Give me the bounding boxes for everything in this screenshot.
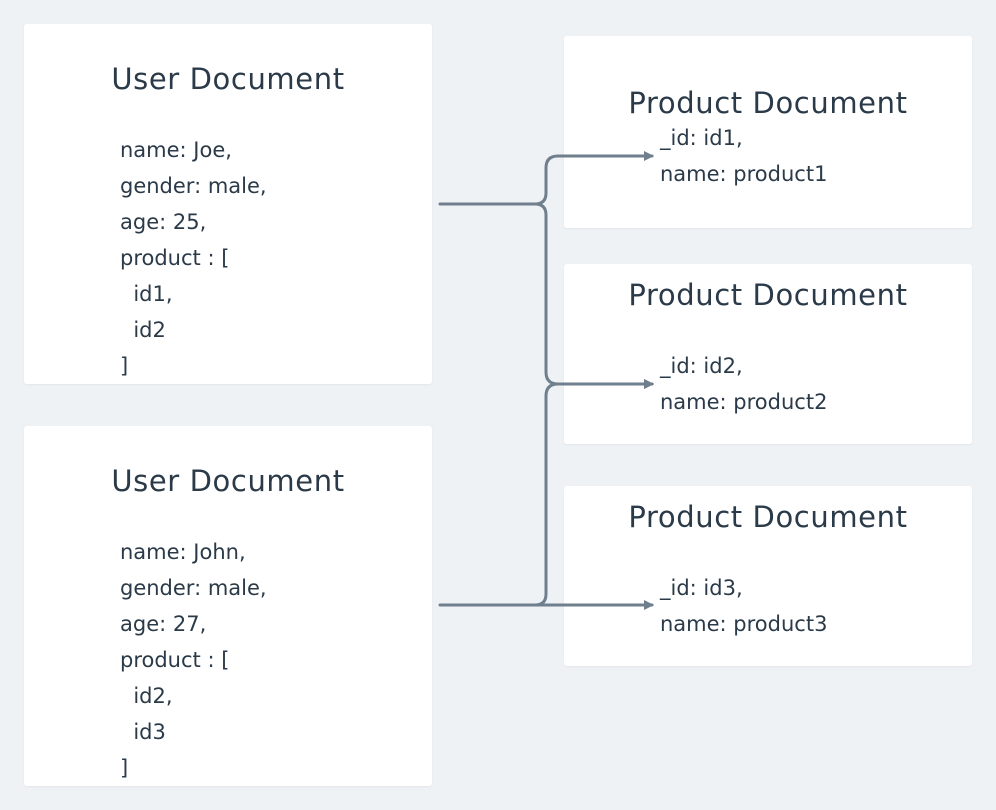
- field-gender: gender: male,: [120, 576, 267, 600]
- user-document-card-joe: User Document name: Joe, gender: male, a…: [24, 24, 432, 384]
- field-name: name: John,: [120, 540, 246, 564]
- field-product-ref-2: id3: [120, 720, 166, 744]
- user-document-card-john: User Document name: John, gender: male, …: [24, 426, 432, 786]
- field-name: name: product1: [660, 162, 828, 186]
- product-document-fields: _id: id1, name: product1: [660, 120, 827, 192]
- user-document-fields: name: John, gender: male, age: 27, produ…: [120, 534, 267, 786]
- field-product-open: product : [: [120, 648, 230, 672]
- product-document-card-3: Product Document _id: id3, name: product…: [564, 486, 972, 666]
- product-document-fields: _id: id3, name: product3: [660, 570, 827, 642]
- field-name: name: product3: [660, 612, 828, 636]
- field-name: name: Joe,: [120, 138, 232, 162]
- field-id: _id: id3,: [660, 576, 743, 600]
- user-document-title: User Document: [111, 62, 345, 96]
- user-document-title: User Document: [111, 464, 345, 498]
- field-gender: gender: male,: [120, 174, 267, 198]
- field-age: age: 27,: [120, 612, 207, 636]
- field-name: name: product2: [660, 390, 828, 414]
- product-document-title: Product Document: [628, 278, 908, 312]
- field-id: _id: id1,: [660, 126, 743, 150]
- field-product-ref-2: id2: [120, 318, 166, 342]
- field-product-open: product : [: [120, 246, 230, 270]
- field-product-close: ]: [120, 354, 129, 378]
- product-document-title: Product Document: [628, 86, 908, 120]
- field-product-close: ]: [120, 756, 129, 780]
- field-product-ref-1: id1,: [120, 282, 173, 306]
- product-document-card-2: Product Document _id: id2, name: product…: [564, 264, 972, 444]
- product-document-fields: _id: id2, name: product2: [660, 348, 827, 420]
- field-product-ref-1: id2,: [120, 684, 173, 708]
- product-document-title: Product Document: [628, 500, 908, 534]
- product-document-card-1: Product Document _id: id1, name: product…: [564, 36, 972, 228]
- field-id: _id: id2,: [660, 354, 743, 378]
- user-document-fields: name: Joe, gender: male, age: 25, produc…: [120, 132, 267, 384]
- field-age: age: 25,: [120, 210, 207, 234]
